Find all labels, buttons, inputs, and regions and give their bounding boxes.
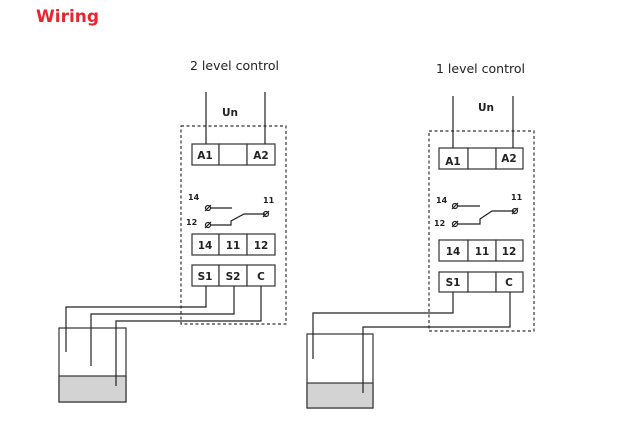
section-title: Wiring (36, 7, 100, 27)
supply-label: Un (222, 107, 238, 119)
terminal-label: 12 (254, 240, 269, 252)
diagram-shape (204, 221, 212, 229)
terminal-label: 12 (434, 219, 445, 228)
tank (306, 333, 374, 409)
terminal-row-supply: A1 A2 (191, 143, 276, 166)
terminal-label: A1 (197, 150, 212, 162)
liquid-level (58, 375, 127, 403)
terminal-label: 11 (226, 240, 241, 252)
terminal-label: A2 (253, 150, 268, 162)
terminal-label: 14 (188, 193, 200, 202)
relay-outline (180, 125, 287, 325)
terminal-label: 12 (186, 218, 197, 227)
diagram-shape (218, 143, 248, 166)
terminal-label: C (257, 271, 265, 283)
relay-contact-symbol: 14 12 11 (186, 193, 275, 229)
wire-s1 (65, 286, 207, 352)
terminal-label: 11 (263, 196, 275, 205)
terminal-label: A1 (445, 156, 460, 168)
diagram-shape (467, 147, 497, 170)
relay-contact-symbol: 14 12 11 (434, 193, 523, 228)
diagram-shape (451, 220, 459, 228)
terminal-label: 14 (198, 240, 213, 252)
diagram-shape (262, 210, 270, 218)
diagram-shape (210, 213, 265, 226)
diagram-shape (451, 202, 459, 210)
liquid-level (306, 382, 374, 409)
wire-s2 (90, 286, 235, 366)
terminal-label: 14 (436, 196, 448, 205)
diagram-shape (511, 207, 519, 215)
terminal-row-sensors: S1 C (438, 271, 524, 293)
terminal-label: S1 (198, 271, 213, 283)
diagram-shape (457, 210, 514, 225)
terminal-label: 11 (511, 193, 523, 202)
tank (58, 327, 127, 403)
diagram-shape (246, 233, 276, 256)
terminal-row-contacts: 14 11 12 (191, 233, 276, 256)
terminal-label: C (505, 277, 513, 289)
diagram-shape (467, 271, 497, 293)
supply-label: Un (478, 102, 494, 114)
terminal-label: 11 (475, 246, 490, 258)
terminal-row-supply: A1 A2 (438, 147, 524, 170)
diagram-shape (511, 207, 519, 215)
terminal-label: A2 (501, 153, 516, 165)
diagram-shape (204, 204, 212, 212)
terminal-label: S1 (446, 277, 461, 289)
diagram-shape (246, 143, 276, 166)
caption-2-level: 2 level control (190, 58, 279, 73)
wire-s1 (312, 292, 454, 359)
terminal-label: 12 (502, 246, 517, 258)
terminal-row-contacts: 14 11 12 (438, 239, 524, 262)
wire-c (362, 292, 511, 393)
terminal-label: 14 (446, 246, 461, 258)
caption-1-level: 1 level control (436, 61, 525, 76)
diagram-shape (495, 147, 524, 170)
relay-outline (428, 130, 535, 332)
terminal-row-sensors: S1 S2 C (191, 264, 276, 287)
diagram-shape (262, 210, 270, 218)
diagram-shape (495, 239, 524, 262)
terminal-label: S2 (226, 271, 241, 283)
wire-c (115, 286, 262, 386)
